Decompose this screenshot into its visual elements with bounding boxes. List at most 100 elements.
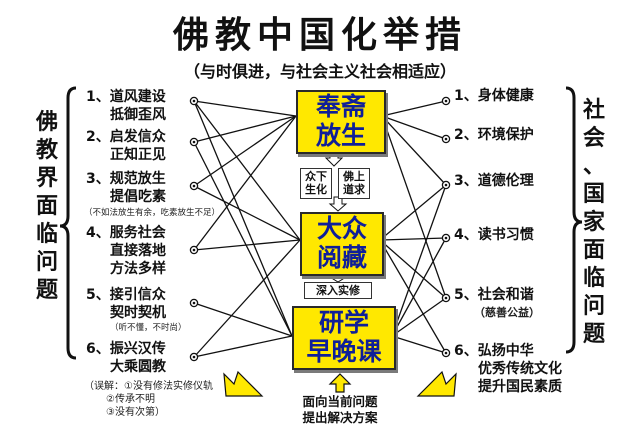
center-box-dazhong-yuezang: 大众 阅藏 xyxy=(300,212,384,276)
connector-right-4 xyxy=(379,184,447,241)
left-footnote: （误解：①没有修法实修仪轨 ②传承不明 ③没有次第） xyxy=(84,380,213,419)
connector-right-7 xyxy=(391,297,447,337)
left-item-6-line2: 大乘圆教 xyxy=(110,359,166,375)
left-item-5-note: （听不懂，不时尚） xyxy=(110,323,187,333)
center-mid-left-line1: 众下 xyxy=(305,170,327,183)
left-footnote-line3: ③没有次第） xyxy=(106,407,165,418)
center-box-yanxue-zaowanke: 研学 早晚课 xyxy=(292,306,396,370)
connector-left-3 xyxy=(193,100,293,337)
left-item-4: 4、服务社会 直接落地 方法多样 xyxy=(86,224,166,278)
right-item-5: 5、社会和谐 xyxy=(454,287,534,303)
left-node-dot-3 xyxy=(192,184,196,188)
connector-right-2 xyxy=(381,115,447,140)
right-item-6-line2: 优秀传统文化 xyxy=(478,361,562,377)
center-box1-line1: 奉斋 xyxy=(315,92,366,121)
connector-left-6 xyxy=(193,115,297,187)
center-box2-line2: 阅藏 xyxy=(316,243,367,272)
connector-left-5 xyxy=(193,141,293,337)
right-heading: 社 会 、 国 家 面 临 问 题 xyxy=(582,97,605,347)
left-node-dot-2 xyxy=(192,140,196,144)
right-item-2: 2、环境保护 xyxy=(454,127,534,143)
diagram-title: 佛教中国化举措 xyxy=(172,14,467,56)
right-item-5-note: （慈善公益） xyxy=(474,306,540,319)
right-node-dot-4 xyxy=(444,236,448,240)
left-item-5: 5、接引信众 契时契机 xyxy=(86,286,166,322)
left-footnote-line1: （误解：①没有修法实修仪轨 xyxy=(84,381,213,392)
connector-left-12 xyxy=(193,335,293,358)
connector-left-10 xyxy=(193,302,293,337)
connector-right-12 xyxy=(391,237,447,337)
left-item-2-line2: 正知正见 xyxy=(110,147,166,163)
right-node-dot-3 xyxy=(444,183,448,187)
connector-left-1 xyxy=(193,100,297,117)
connector-left-9 xyxy=(193,239,301,251)
right-item-6: 6、弘扬中华 优秀传统文化 提升国民素质 xyxy=(454,342,562,396)
right-brace xyxy=(565,86,583,354)
left-item-2: 2、启发信众 正知正见 xyxy=(86,128,166,164)
left-node-dot-4 xyxy=(192,248,196,252)
right-node-dot-5 xyxy=(444,296,448,300)
left-item-3-line2: 提倡吃素 xyxy=(110,189,166,205)
bottom-caption-line1: 面向当前问题 xyxy=(302,394,378,409)
left-item-5-line1: 5、接引信众 xyxy=(86,287,166,303)
center-mid-right-line1: 佛上 xyxy=(343,170,365,183)
left-item-5-line2: 契时契机 xyxy=(110,305,166,321)
center-mid-right-line2: 道求 xyxy=(343,183,365,196)
left-item-1: 1、道风建设 抵御歪风 xyxy=(86,88,166,124)
right-item-4: 4、读书习惯 xyxy=(454,227,534,243)
center-box3-line1: 研学 xyxy=(318,308,369,337)
connector-right-5 xyxy=(379,237,447,241)
right-item-6-line1: 6、弘扬中华 xyxy=(454,343,534,359)
diagram-subtitle: （与时俱进，与社会主义社会相适应） xyxy=(183,62,456,81)
bottom-arrow-up xyxy=(328,373,352,393)
left-item-4-line3: 方法多样 xyxy=(110,261,166,277)
connector-left-11 xyxy=(193,239,301,358)
left-item-6: 6、振兴汉传 大乘圆教 xyxy=(86,340,166,376)
left-node-dot-5 xyxy=(192,301,196,305)
left-item-2-line1: 2、启发信众 xyxy=(86,129,166,145)
left-brace xyxy=(59,86,77,360)
connector-right-1 xyxy=(381,100,447,117)
connector-right-6 xyxy=(379,239,447,299)
bottom-caption: 面向当前问题 提出解决方案 xyxy=(268,394,412,426)
left-item-3: 3、规范放生 提倡吃素 xyxy=(86,170,166,206)
down-arrow-2 xyxy=(328,196,348,212)
left-heading: 佛 教 界 面 临 问 题 xyxy=(35,109,58,303)
left-item-3-note: （不如法放生有余，吃素放生不足） xyxy=(84,208,221,218)
bottom-arrow-right xyxy=(416,370,457,397)
right-item-3: 3、道德伦理 xyxy=(454,173,534,189)
left-item-1-line1: 1、道风建设 xyxy=(86,89,166,105)
right-item-6-line3: 提升国民素质 xyxy=(478,379,562,395)
right-node-dot-6 xyxy=(444,351,448,355)
connector-left-2 xyxy=(193,100,301,241)
left-node-dot-1 xyxy=(192,99,196,103)
right-item-1: 1、身体健康 xyxy=(454,88,534,104)
bottom-arrow-left xyxy=(223,370,264,397)
center-mid-left: 众下 生化 xyxy=(300,168,332,199)
connector-right-11 xyxy=(379,239,447,354)
center-box1-line2: 放生 xyxy=(315,121,366,150)
left-item-4-line1: 4、服务社会 xyxy=(86,225,166,241)
connector-right-8 xyxy=(391,335,447,354)
left-item-3-line1: 3、规范放生 xyxy=(86,171,166,187)
left-node-dot-6 xyxy=(192,355,196,359)
bottom-caption-line2: 提出解决方案 xyxy=(302,410,378,425)
right-node-dot-1 xyxy=(444,99,448,103)
left-item-6-line1: 6、振兴汉传 xyxy=(86,341,166,357)
center-box-fengzhai-fangsheng: 奉斋 放生 xyxy=(296,90,386,154)
center-mid2: 深入实修 xyxy=(304,282,372,299)
center-mid-right: 佛上 道求 xyxy=(338,168,370,199)
connector-left-4 xyxy=(193,115,297,143)
left-footnote-line2: ②传承不明 xyxy=(106,394,155,405)
connector-right-3 xyxy=(381,115,447,186)
connector-right-9 xyxy=(381,115,447,299)
center-mid-left-line2: 生化 xyxy=(305,183,327,196)
connector-left-8 xyxy=(193,115,297,251)
center-box2-line1: 大众 xyxy=(316,214,367,243)
center-box3-line2: 早晚课 xyxy=(306,337,382,366)
connector-left-7 xyxy=(193,185,301,241)
left-item-1-line2: 抵御歪风 xyxy=(110,107,166,123)
right-node-dot-2 xyxy=(444,137,448,141)
